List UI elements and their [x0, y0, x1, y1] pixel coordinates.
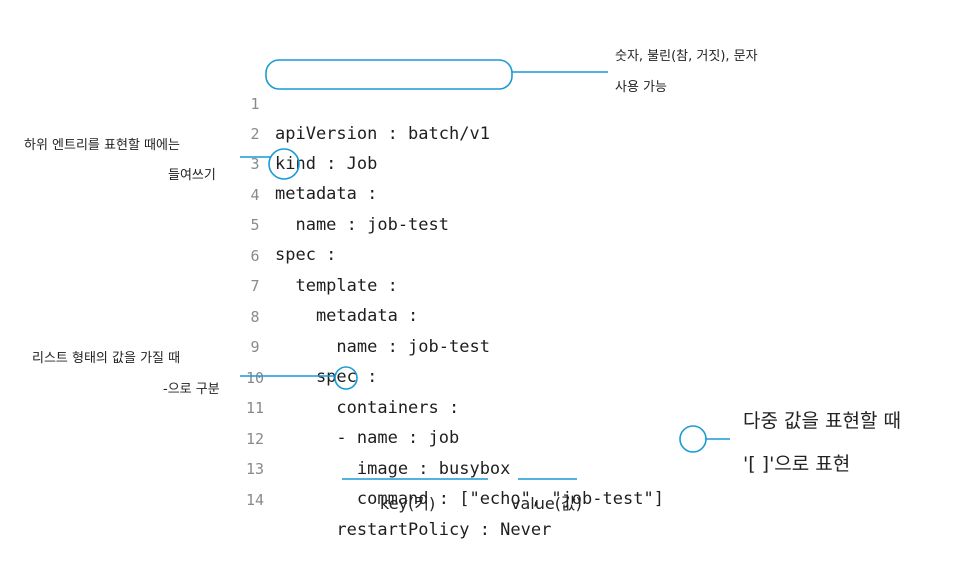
- code-text: restartPolicy : Never: [275, 520, 552, 540]
- code-text: name : job-test: [275, 337, 490, 357]
- code-text: containers :: [275, 398, 460, 418]
- value-types-note: 숫자, 불린(참, 거짓), 문자: [615, 49, 758, 64]
- line-number: 8: [250, 308, 260, 326]
- code-text: command : ["echo", "job-test"]: [275, 489, 664, 509]
- code-line: 11 - name : job: [0, 363, 459, 448]
- code-line: 1 apiVersion : batch/v1: [0, 59, 489, 144]
- line-number: 4: [250, 186, 260, 204]
- bracket-highlight-circle: [679, 425, 707, 453]
- code-line: 3 metadata :: [0, 119, 377, 204]
- line-number: 12: [246, 430, 265, 448]
- code-line: 10 containers :: [0, 333, 459, 418]
- apiversion-highlight-box: [265, 59, 513, 90]
- line-number: 7: [250, 277, 260, 295]
- indent-note-line2: 들여쓰기: [168, 168, 216, 183]
- line-number: 5: [250, 216, 260, 234]
- code-text: spec :: [275, 245, 337, 265]
- list-note-line2: -으로 구분: [163, 382, 220, 397]
- line-number: 2: [250, 125, 260, 143]
- indent-note: 하위 엔트리를 표현할 때에는: [24, 138, 180, 153]
- line-number: 11: [246, 399, 265, 417]
- code-text: image : busybox: [275, 459, 511, 479]
- code-text: spec :: [275, 367, 378, 387]
- line-number: 10: [246, 369, 265, 387]
- line-number: 3: [250, 155, 260, 173]
- value-label: value(값): [511, 494, 582, 513]
- list-note: 리스트 형태의 값을 가질 때: [32, 351, 181, 366]
- code-line: 4 name : job-test: [0, 150, 449, 235]
- line-number: 14: [246, 491, 265, 509]
- code-text: metadata :: [275, 306, 419, 326]
- code-line: 7 metadata :: [0, 241, 418, 326]
- code-line: 5 spec :: [0, 180, 336, 265]
- line-number: 9: [250, 338, 260, 356]
- value-types-note-line2: 사용 가능: [615, 80, 667, 95]
- code-text: metadata :: [275, 184, 378, 204]
- code-line: 9 spec :: [0, 302, 377, 387]
- code-text: name : job-test: [275, 215, 449, 235]
- code-text: kind : Job: [275, 154, 378, 174]
- line-number: 13: [246, 460, 265, 478]
- code-text: apiVersion : batch/v1: [275, 124, 490, 144]
- code-line: 2 kind : Job: [0, 89, 377, 174]
- line-number: 1: [250, 95, 260, 113]
- line-number: 6: [250, 247, 260, 265]
- code-line: 14 restartPolicy : Never: [0, 455, 551, 540]
- key-label: key(키): [380, 494, 436, 513]
- multi-value-note-line2: '[ ]'으로 표현: [743, 453, 851, 475]
- code-line: 6 template :: [0, 211, 397, 296]
- code-line: 13 command : ["echo", "job-test"]: [0, 424, 664, 509]
- code-text: template :: [275, 276, 398, 296]
- multi-value-note: 다중 값을 표현할 때: [743, 410, 901, 432]
- code-text: - name : job: [275, 428, 460, 448]
- code-line: 12 image : busybox: [0, 394, 510, 479]
- code-line: 8 name : job-test: [0, 272, 489, 357]
